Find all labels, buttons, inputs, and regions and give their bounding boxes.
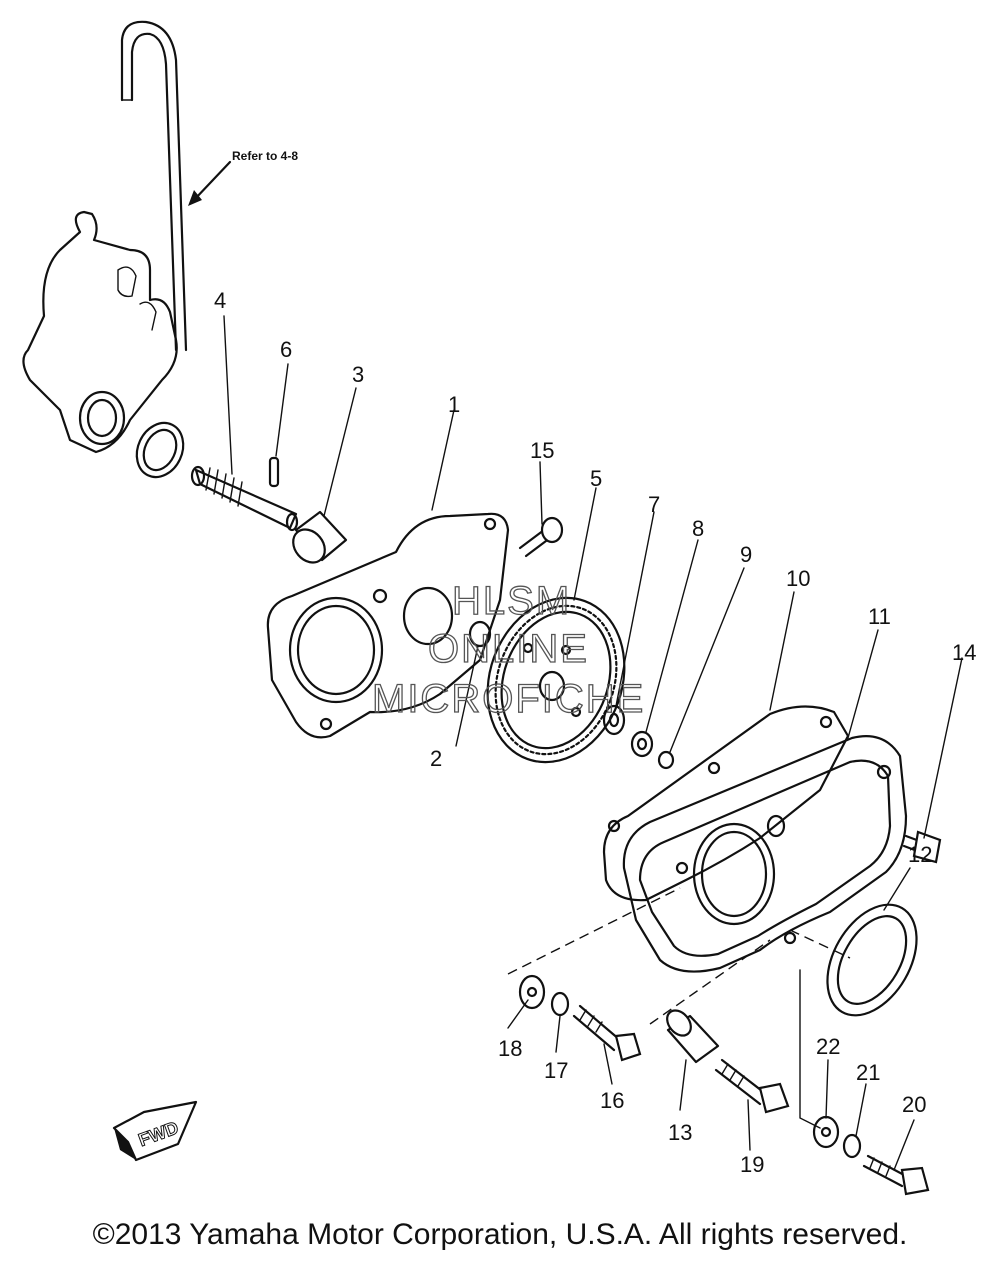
fwd-marker: FWD	[112, 1100, 198, 1162]
label-part-21: 21	[856, 1060, 880, 1085]
label-part-18: 18	[498, 1036, 522, 1061]
part-20-bolt	[862, 1154, 930, 1196]
part-5-gear	[486, 596, 626, 764]
watermark-line-3: MICROFICHE	[372, 677, 645, 721]
alignment-lines	[507, 887, 851, 1129]
label-part-11: 11	[868, 604, 891, 629]
part-19-bolt	[714, 1058, 790, 1114]
part-17-lock-washer	[550, 991, 570, 1017]
label-part-3: 3	[352, 362, 364, 387]
part-6-pin	[268, 456, 280, 488]
part-9-clip	[657, 750, 675, 770]
label-part-4: 4	[214, 288, 226, 313]
label-part-5: 5	[590, 466, 602, 491]
part-16-bolt	[572, 1004, 642, 1062]
part-21-lock-washer	[842, 1133, 862, 1159]
part-8-washer	[630, 730, 654, 758]
part-7-washer	[602, 704, 626, 736]
part-1-inner-cover	[266, 512, 510, 739]
part-4-worm-shaft	[190, 465, 299, 532]
label-part-7: 7	[648, 492, 660, 517]
label-part-12: 12	[908, 842, 932, 867]
label-part-16: 16	[600, 1088, 624, 1113]
label-part-22: 22	[816, 1034, 840, 1059]
part-labels: 4 6 3 1 15 5 7 8 9 10 11 14 12 2 18 17 1…	[214, 288, 976, 1177]
leader-lines	[223, 315, 963, 1171]
label-part-13: 13	[668, 1120, 692, 1145]
label-part-20: 20	[902, 1092, 926, 1117]
reference-arrow	[188, 160, 232, 206]
watermark-line-2: ONLINE	[428, 627, 589, 671]
part-18-washer	[518, 974, 546, 1010]
label-part-14: 14	[952, 640, 976, 665]
label-part-10: 10	[786, 566, 810, 591]
part-22-washer	[812, 1115, 840, 1149]
oil-pump-body	[22, 210, 185, 479]
reference-note: Refer to 4-8	[232, 149, 298, 163]
label-part-2: 2	[430, 746, 442, 771]
part-15-screw	[518, 516, 564, 558]
part-2-ring	[468, 620, 492, 648]
part-14-bolt	[902, 830, 942, 864]
label-part-17: 17	[544, 1058, 568, 1083]
part-10-gasket	[602, 705, 850, 902]
part-12-oil-seal	[826, 903, 918, 1017]
label-part-19: 19	[740, 1152, 764, 1177]
label-part-1: 1	[448, 392, 460, 417]
label-part-8: 8	[692, 516, 704, 541]
label-part-9: 9	[740, 542, 752, 567]
part-3-collar	[292, 510, 348, 564]
label-part-15: 15	[530, 438, 554, 463]
oil-pipe	[120, 20, 188, 352]
watermark: HLSM ONLINE MICROFICHE	[371, 578, 645, 721]
part-13-collar	[666, 1009, 720, 1064]
watermark-line-1: HLSM	[452, 579, 571, 623]
copyright-notice: ©2013 Yamaha Motor Corporation, U.S.A. A…	[92, 1218, 908, 1251]
label-part-6: 6	[280, 337, 292, 362]
part-11-outer-cover	[622, 735, 908, 973]
